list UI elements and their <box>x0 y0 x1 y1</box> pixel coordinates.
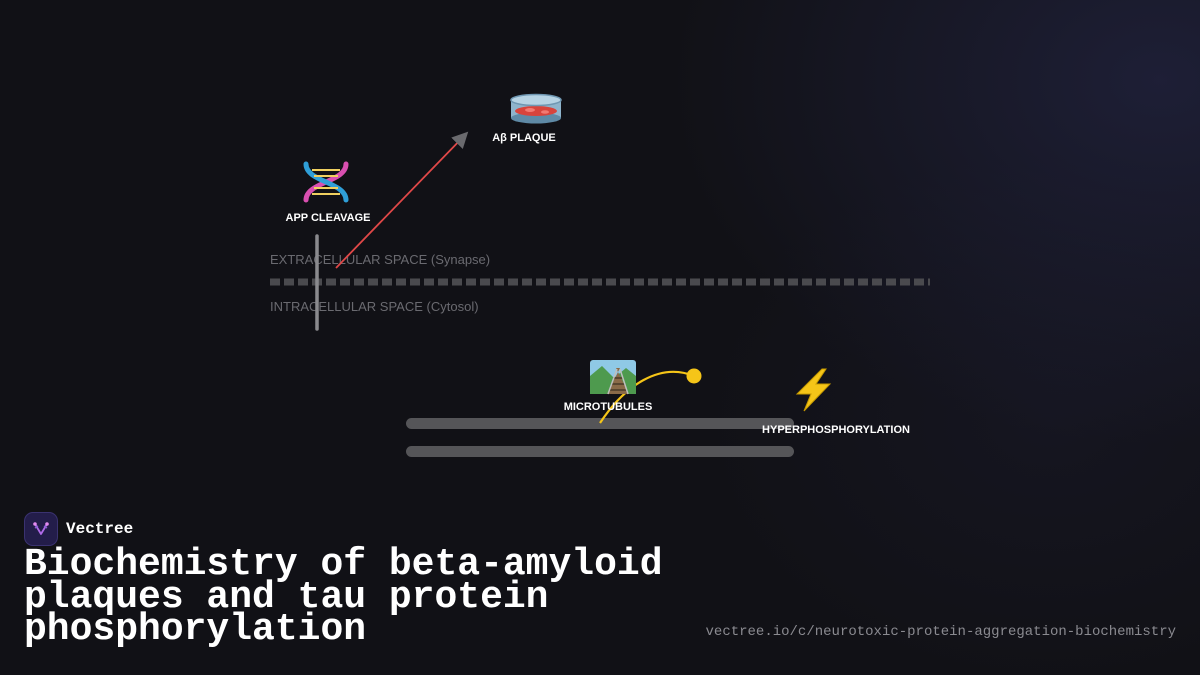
node-label: MICROTUBULES <box>564 401 653 413</box>
source-url[interactable]: vectree.io/c/neurotoxic-protein-aggregat… <box>705 624 1176 640</box>
phosphate-dot <box>686 368 702 384</box>
node-label: Aβ PLAQUE <box>492 132 556 144</box>
microtubule-bar <box>406 446 794 457</box>
app-cleavage-node: APP CLEAVAGE <box>286 161 371 224</box>
pathway-diagram: EXTRACELLULAR SPACE (Synapse) INTRACELLU… <box>270 93 930 457</box>
microtubules-node: MICROTUBULES <box>564 360 653 413</box>
intracellular-space-label: INTRACELLULAR SPACE (Cytosol) <box>270 299 479 314</box>
petri-dish-icon <box>510 93 562 124</box>
vectree-logo <box>24 512 58 546</box>
brand-name: Vectree <box>66 520 134 538</box>
aggregation-arrow <box>335 131 469 269</box>
lightning-icon <box>795 368 832 412</box>
node-label: HYPERPHOSPHORYLATION <box>762 424 910 436</box>
tau-phosphorylation-curve <box>599 370 695 424</box>
extracellular-space-label: EXTRACELLULAR SPACE (Synapse) <box>270 252 490 267</box>
brand: Vectree <box>24 512 133 546</box>
hyperphosphorylation-node: HYPERPHOSPHORYLATION <box>762 368 910 436</box>
ab-plaque-node: Aβ PLAQUE <box>492 93 562 144</box>
page-title: Biochemistry of beta-amyloid plaques and… <box>24 543 663 651</box>
railway-track-icon <box>590 360 636 395</box>
dna-icon <box>303 161 349 203</box>
microtubule-bar <box>406 418 794 429</box>
node-label: APP CLEAVAGE <box>286 212 371 224</box>
